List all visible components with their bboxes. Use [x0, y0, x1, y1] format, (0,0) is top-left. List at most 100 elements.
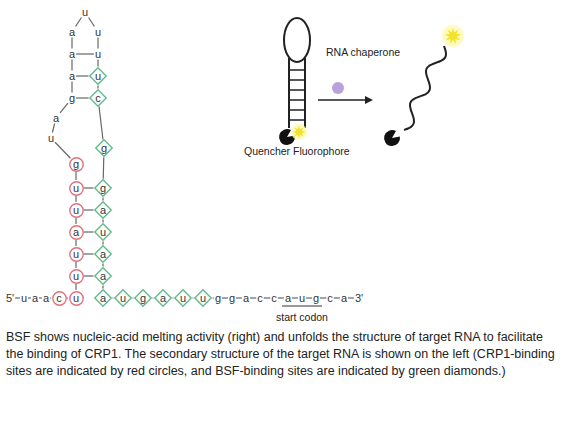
bsf-site-diamond: a	[94, 201, 112, 219]
backbone-dash	[97, 38, 98, 49]
hairpin-probe	[284, 18, 310, 128]
base-letter: a	[43, 292, 49, 304]
backbone-dash	[49, 297, 51, 298]
rna-bond	[103, 157, 105, 178]
rna-bond	[75, 172, 76, 180]
base-letter: u	[94, 227, 112, 238]
backbone-dash	[39, 297, 42, 298]
backbone-dash	[76, 53, 94, 54]
fluorophore-glow	[442, 25, 464, 47]
rna-bond	[102, 264, 103, 267]
rna-bond	[75, 218, 76, 224]
fluorophore-star	[445, 28, 462, 44]
diamond-outline	[115, 290, 131, 306]
base-letter: u	[95, 48, 101, 60]
crp1-site-circle: u	[69, 269, 84, 284]
base-letter: u	[194, 293, 212, 304]
stem-rung	[289, 79, 305, 81]
base-letter: g	[229, 292, 235, 304]
backbone-dash	[250, 297, 256, 298]
base-letter: a	[94, 293, 112, 304]
rna-bond	[75, 240, 76, 246]
base-letter: g	[69, 92, 75, 104]
backbone-lines	[15, 18, 354, 299]
backbone-dash	[76, 75, 88, 76]
circle-outline	[69, 181, 82, 194]
backbone-dash	[306, 297, 312, 298]
backbone-dash	[278, 297, 284, 298]
rna-bond	[193, 297, 194, 298]
rna-bond	[84, 275, 94, 276]
base-letter: c	[52, 293, 67, 304]
rna-bond	[84, 253, 94, 254]
base-letter: u	[114, 293, 132, 304]
fluorophore-star	[293, 126, 306, 139]
base-letter: u	[21, 292, 27, 304]
fluorophore-star	[293, 126, 306, 139]
backbone-dash	[76, 18, 82, 27]
bsf-site-diamond: c	[89, 89, 107, 107]
rna-bond	[102, 242, 103, 245]
diamond-outline	[175, 290, 191, 306]
circle-outline	[52, 291, 65, 304]
bsf-site-diamond: u	[114, 289, 132, 307]
diamond-outline	[95, 246, 111, 262]
bsf-site-diamond: g	[95, 139, 113, 157]
rna-bond	[75, 262, 76, 268]
base-letter: a	[32, 292, 38, 304]
bsf-site-diamond: g	[94, 179, 112, 197]
diamond-outline	[95, 290, 111, 306]
base-letter: u	[48, 132, 54, 144]
base-letter: u	[69, 271, 84, 282]
base-letter: c	[257, 292, 263, 304]
circle-outline	[69, 269, 82, 282]
backbone-dash	[71, 60, 72, 71]
base-letter: a	[69, 26, 75, 38]
rna-bond	[97, 86, 98, 89]
base-letter: a	[243, 292, 249, 304]
base-letter: g	[69, 159, 84, 170]
bsf-site-diamond: a	[94, 245, 112, 263]
base-letter: c	[327, 292, 333, 304]
rna-bond	[75, 284, 76, 290]
base-letter: a	[94, 205, 112, 216]
diamond-outline	[155, 290, 171, 306]
diamond-outline	[90, 68, 106, 84]
figure-caption: BSF shows nucleic-acid melting activity …	[6, 329, 559, 380]
base-letter: a	[94, 271, 112, 282]
unfolded-rna	[404, 46, 446, 130]
bsf-site-diamond: a	[94, 289, 112, 307]
base-letter: u	[89, 71, 107, 82]
backbone-dash	[334, 297, 340, 298]
stem-rung	[289, 99, 305, 101]
rna-bond	[84, 231, 94, 232]
circle-outline	[69, 203, 82, 216]
base-letter: c	[271, 292, 277, 304]
base-letter: u	[299, 292, 305, 304]
rna-bond	[113, 297, 114, 298]
diamond-outline	[135, 290, 151, 306]
quencher-symbol	[384, 130, 400, 146]
diamond-outline	[195, 290, 211, 306]
rna-bond	[173, 297, 174, 298]
rna-bond	[102, 220, 103, 223]
backbone-dash	[28, 297, 31, 298]
base-letter: a	[53, 112, 59, 124]
bsf-site-diamond: u	[89, 67, 107, 85]
base-letter: u	[69, 205, 84, 216]
end-label: 5'	[6, 292, 14, 304]
fluorophore-label: Fluorophore	[293, 145, 350, 157]
diamond-outline	[95, 268, 111, 284]
base-letter: u	[174, 293, 192, 304]
base-letter: a	[69, 227, 84, 238]
stem-rung	[289, 109, 305, 111]
bsf-site-diamond: a	[154, 289, 172, 307]
base-letter: g	[94, 183, 112, 194]
crp1-site-circle: u	[69, 291, 84, 306]
stem-rung	[289, 69, 305, 71]
diamond-outline	[95, 224, 111, 240]
backbone-dash	[71, 38, 72, 49]
backbone-dash	[264, 297, 271, 298]
arrow-head	[365, 96, 373, 104]
base-letter: a	[341, 292, 347, 304]
